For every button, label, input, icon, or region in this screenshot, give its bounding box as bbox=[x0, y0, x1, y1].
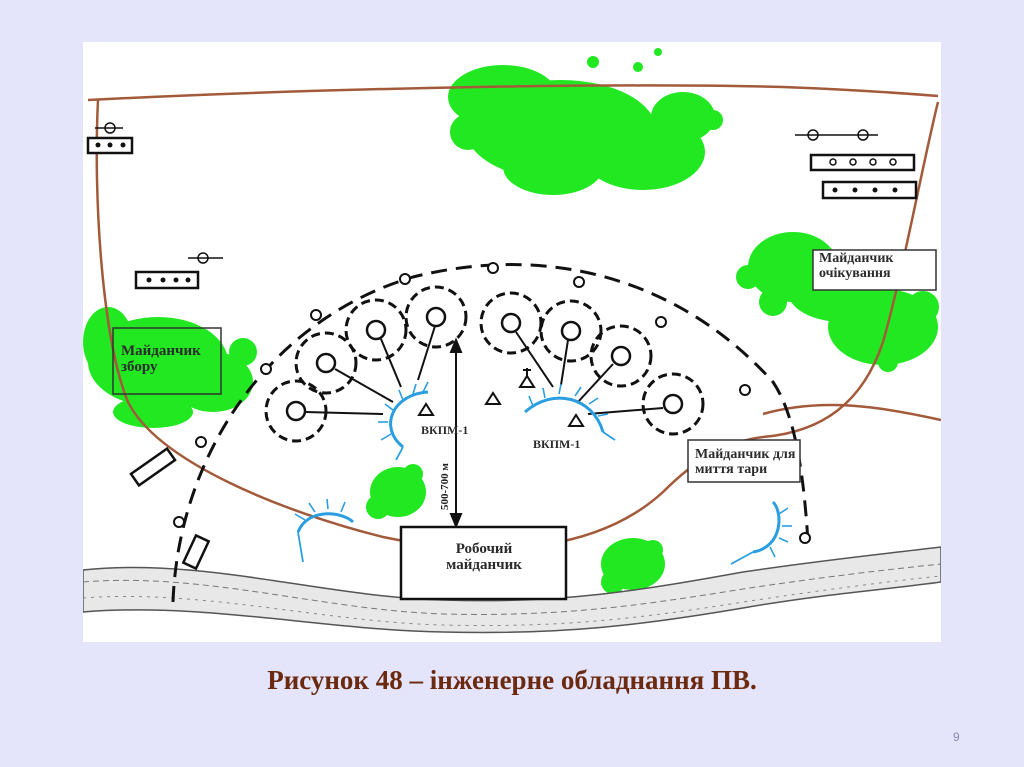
bush-bottom bbox=[601, 538, 665, 594]
label-washing-area: Майданчик для миття тари bbox=[695, 447, 796, 477]
road-top bbox=[87, 84, 939, 102]
label-waiting-area: Майданчик очікування bbox=[819, 251, 894, 281]
roads bbox=[87, 84, 941, 550]
label-assembly-area: Майданчик збору bbox=[121, 343, 201, 375]
trenches bbox=[294, 381, 792, 565]
forest-top bbox=[448, 48, 723, 195]
diagram-canvas bbox=[83, 48, 941, 634]
diagram-figure: Майданчик збору Майданчик очікування Май… bbox=[83, 42, 941, 642]
road-left bbox=[95, 99, 940, 550]
label-distance: 500-700 м bbox=[439, 463, 451, 510]
page-number: 9 bbox=[953, 730, 960, 744]
vehicles bbox=[86, 122, 918, 571]
label-vkpm-right: ВКПМ-1 bbox=[533, 437, 581, 451]
figure-caption: Рисунок 48 – інженерне обладнання ПВ. bbox=[267, 665, 757, 695]
work-area-box bbox=[399, 525, 568, 601]
road-branch bbox=[762, 403, 941, 422]
label-vkpm-left: ВКПМ-1 bbox=[421, 423, 469, 437]
bush-center bbox=[366, 464, 426, 519]
label-boxes bbox=[112, 249, 937, 483]
stations bbox=[264, 285, 705, 443]
triangle-markers bbox=[417, 368, 585, 427]
distance-arrow bbox=[449, 337, 463, 529]
label-work-area: Робочий майданчик bbox=[446, 541, 522, 573]
vegetation bbox=[83, 48, 939, 594]
